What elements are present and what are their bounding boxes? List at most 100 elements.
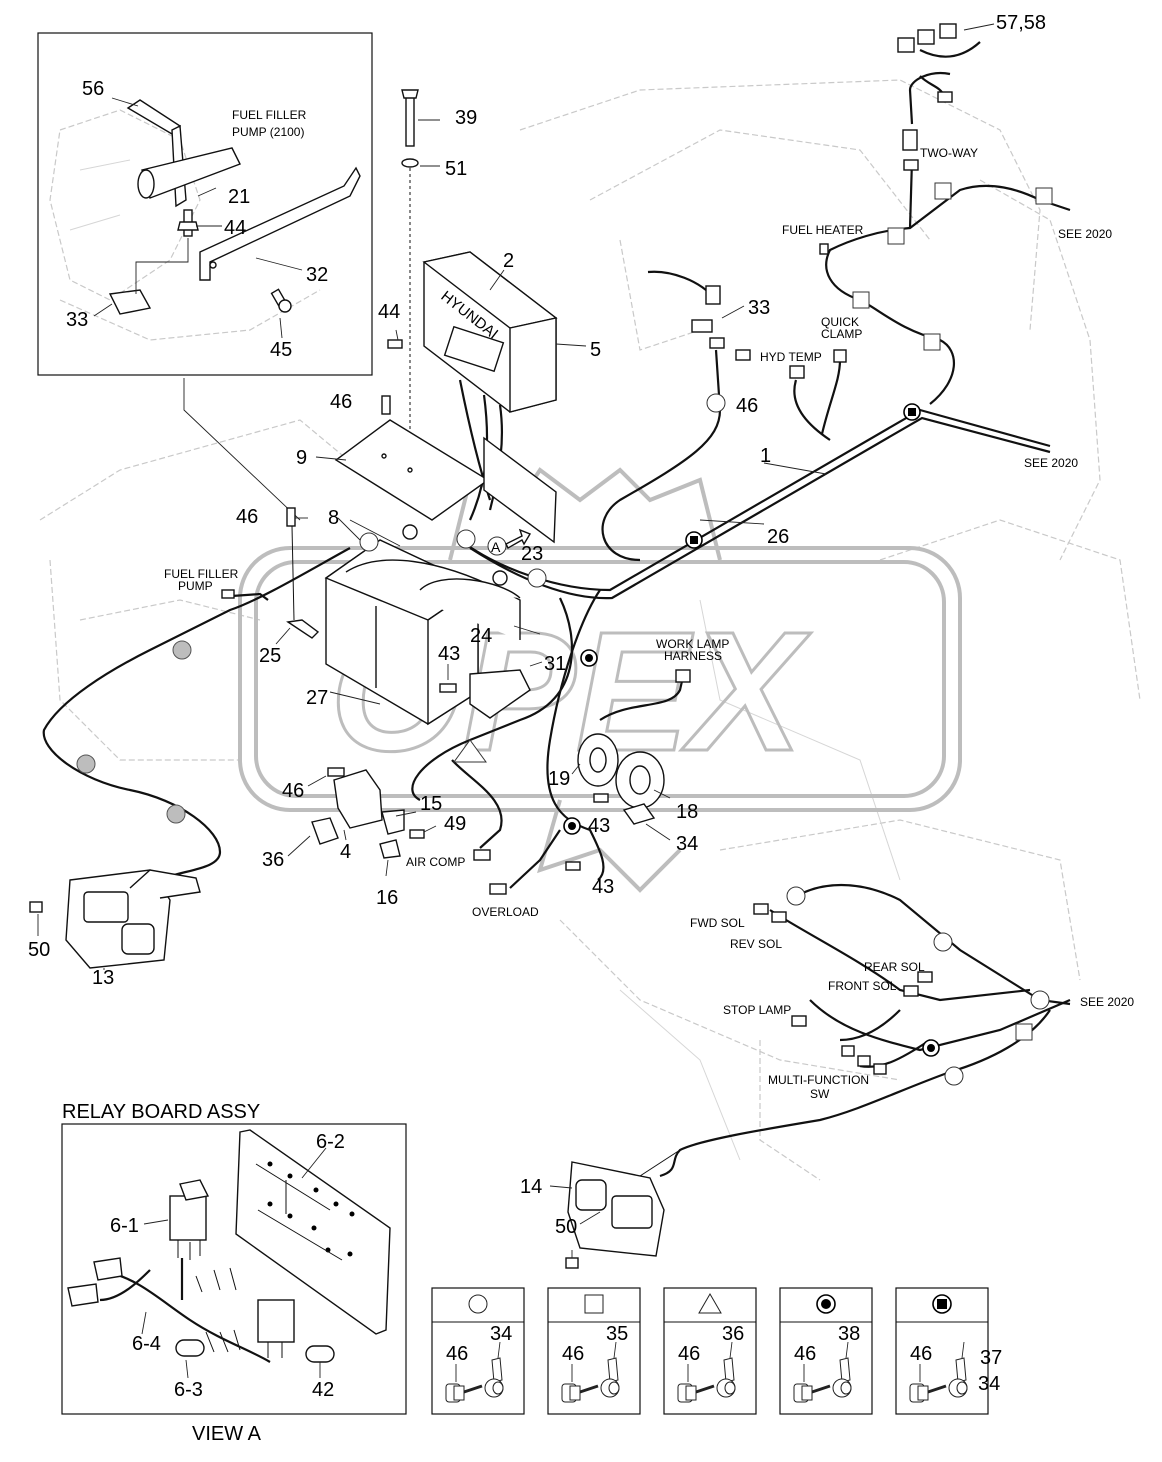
part-number-6-1: 6-1: [110, 1215, 139, 1237]
lamp-13: 50 13: [28, 869, 201, 989]
legend-clip-icon: [484, 1357, 504, 1398]
label-fuel-filler-pump-line2: PUMP: [178, 579, 213, 593]
part-number-36: 36: [262, 849, 284, 871]
part-number-34: 34: [676, 833, 698, 855]
part-number-1: 1: [760, 445, 771, 467]
fuel-filler-pump-connector: FUEL FILLER PUMP: [164, 567, 239, 599]
legend-box-triangle: 46 36: [663, 1287, 757, 1415]
part-number-49: 49: [444, 813, 466, 835]
relay-board-inset: RELAY BOARD ASSY 6-2 6-1 6-4 6-3 42 VIEW…: [61, 1101, 407, 1445]
part-number-6-4: 6-4: [132, 1333, 161, 1355]
part-number-14: 14: [520, 1176, 542, 1198]
part-number-18: 18: [676, 801, 698, 823]
part-number-42: 42: [312, 1379, 334, 1401]
lower-right-harness-labels: FWD SOL REV SOL REAR SOL FRONT SOL SEE 2…: [690, 903, 1134, 1101]
part-number-56: 56: [82, 78, 104, 100]
battery-assembly: 8 46 23 24 31 43 27 25 A: [236, 506, 566, 726]
label-quick-clamp-line2: CLAMP: [821, 327, 862, 341]
label-multi-function-sw-line2: SW: [810, 1087, 830, 1101]
part-number-21: 21: [228, 186, 250, 208]
part-number-43-a: 43: [438, 643, 460, 665]
part-number-46-d: 46: [282, 780, 304, 802]
legend-bolt-number: 46: [794, 1343, 816, 1365]
label-front-sol: FRONT SOL: [828, 979, 897, 993]
part-number-46-c: 46: [736, 395, 758, 417]
view-a-marker: A: [491, 539, 501, 555]
legend-bolt-number: 46: [910, 1343, 932, 1365]
legend-bolt-number: 46: [562, 1343, 584, 1365]
legend-box-filled-square: 46 34 37: [895, 1287, 1002, 1415]
part-number-5: 5: [590, 339, 601, 361]
legend-bolt-icon: [677, 1383, 715, 1403]
part-number-26: 26: [767, 526, 789, 548]
part-number-6-3: 6-3: [174, 1379, 203, 1401]
part-number-13: 13: [92, 967, 114, 989]
label-work-lamp-harness-line1: WORK LAMP: [656, 637, 729, 651]
part-number-45: 45: [270, 339, 292, 361]
part-number-15: 15: [420, 793, 442, 815]
legend-symbol-square: [584, 1294, 604, 1314]
part-number-44: 44: [378, 301, 400, 323]
part-number-43-c: 43: [592, 876, 614, 898]
part-number-46-b: 46: [236, 506, 258, 528]
part-number-32: 32: [306, 264, 328, 286]
legend-bolt-icon: [561, 1383, 599, 1403]
legend-clip-icon: [948, 1357, 968, 1398]
legend-clip-number: 35: [606, 1323, 628, 1345]
legend-bolt-icon: [909, 1383, 947, 1403]
legend-symbol-circle: [468, 1294, 488, 1314]
label-fuel-filler-pump-2100-line1: FUEL FILLER: [232, 108, 307, 122]
part-number-43-b: 43: [588, 815, 610, 837]
label-hyd-temp: HYD TEMP: [760, 350, 822, 364]
view-a-caption: VIEW A: [192, 1423, 262, 1445]
label-work-lamp-harness-line2: HARNESS: [664, 649, 722, 663]
label-see-2020-a: SEE 2020: [1058, 227, 1112, 241]
horns: WORK LAMP HARNESS 19 18 43 34 43: [548, 637, 729, 898]
part-number-25: 25: [259, 645, 281, 667]
label-rear-sol: REAR SOL: [864, 960, 925, 974]
part-number-8: 8: [328, 507, 339, 529]
legend-clip-icon: [832, 1357, 852, 1398]
label-fuel-heater: FUEL HEATER: [782, 223, 864, 237]
part-number-6-2: 6-2: [316, 1131, 345, 1153]
legend-clip-number: 36: [722, 1323, 744, 1345]
main-harness-wiring: [42, 41, 1071, 1178]
legend-extra-number: 37: [980, 1347, 1002, 1369]
label-fuel-filler-pump-line1: FUEL FILLER: [164, 567, 239, 581]
legend-bolt-icon: [793, 1383, 831, 1403]
label-see-2020-c: SEE 2020: [1080, 995, 1134, 1009]
label-two-way: TWO-WAY: [920, 146, 978, 160]
legend-symbol-triangle: [698, 1293, 722, 1314]
part-number-27: 27: [306, 687, 328, 709]
part-number-57-58: 57,58: [996, 12, 1046, 34]
part-number-31: 31: [544, 653, 566, 675]
part-number-24: 24: [470, 625, 492, 647]
part-number-50-a: 50: [28, 939, 50, 961]
legend-clip-number: 38: [838, 1323, 860, 1345]
fuel-filler-pump-inset: 56 FUEL FILLER PUMP (2100) 21 44 32 33 4…: [37, 32, 373, 376]
top-right-connectors: 57,58 TWO-WAY FUEL HEATER SEE 2020 33 QU…: [691, 12, 1112, 548]
part-number-9: 9: [296, 447, 307, 469]
part-number-50-b: 50: [555, 1216, 577, 1238]
legend-box-square: 46 35: [547, 1287, 641, 1415]
label-see-2020-b: SEE 2020: [1024, 456, 1078, 470]
label-rev-sol: REV SOL: [730, 937, 782, 951]
label-multi-function-sw-line1: MULTI-FUNCTION: [768, 1073, 869, 1087]
part-number-4: 4: [340, 841, 351, 863]
lower-brackets: 46 15 49 36 4 AIR COMP 16 OVERLOAD: [262, 767, 539, 919]
background-frame-outline: [39, 79, 1141, 1181]
legend-clip-icon: [716, 1357, 736, 1398]
part-number-39: 39: [455, 107, 477, 129]
legend-bolt-icon: [445, 1383, 483, 1403]
part-number-44-inset: 44: [224, 217, 246, 239]
legend-clip-icon: [600, 1357, 620, 1398]
label-air-comp: AIR COMP: [406, 855, 465, 869]
legend-clip-number: 34: [978, 1373, 1000, 1395]
legend-box-filled-circle: 46 38: [779, 1287, 873, 1415]
part-number-33: 33: [748, 297, 770, 319]
part-number-46-a: 46: [330, 391, 352, 413]
legend-bolt-number: 46: [678, 1343, 700, 1365]
legend-symbol-fill: [937, 1299, 947, 1309]
